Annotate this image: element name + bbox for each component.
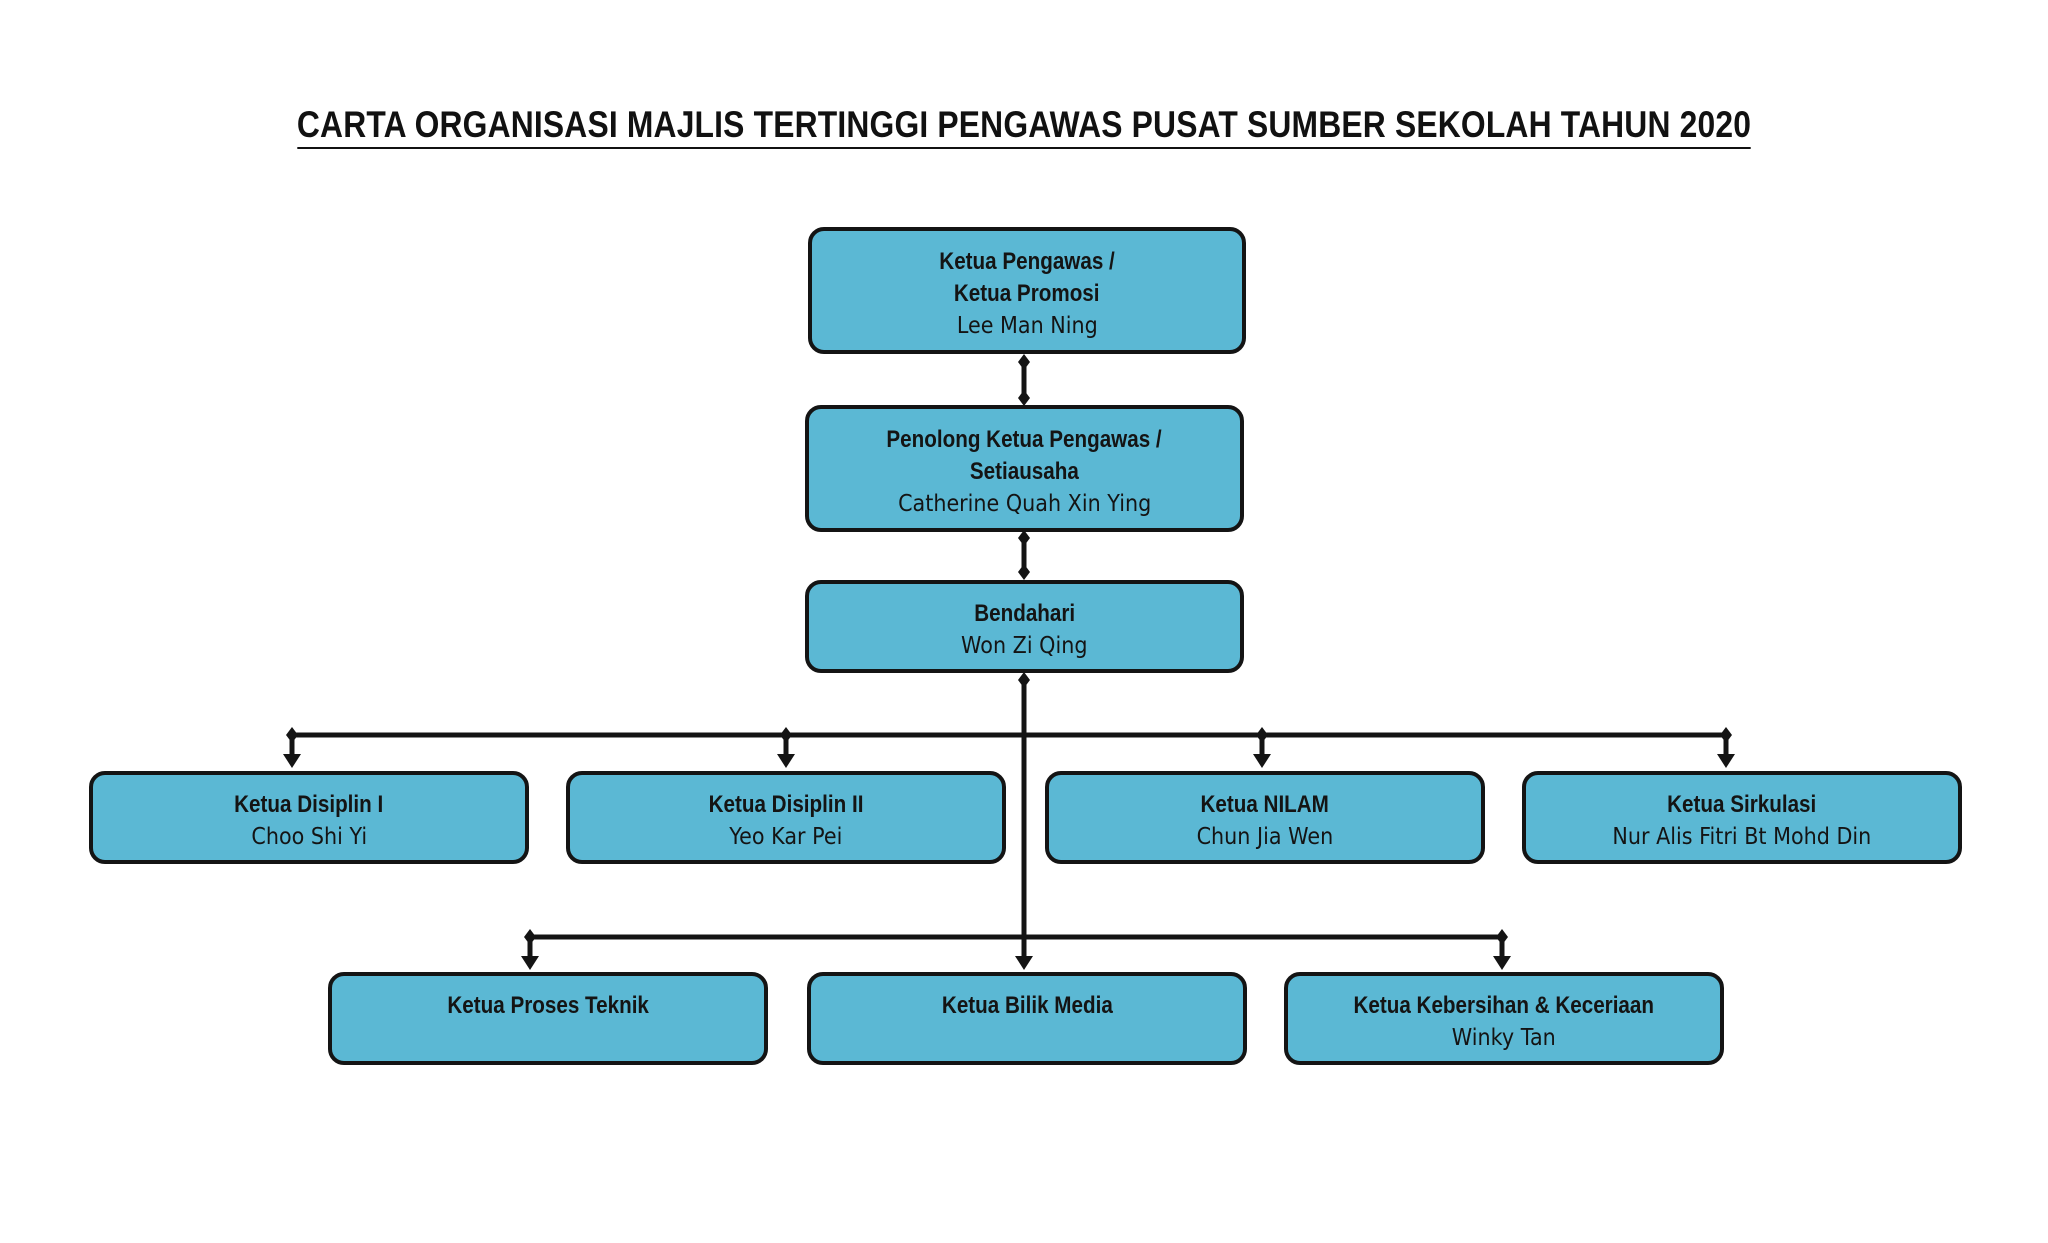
role-label: Ketua Pengawas /	[939, 248, 1115, 275]
person-name: Winky Tan	[1451, 1025, 1556, 1051]
chart-title: CARTA ORGANISASI MAJLIS TERTINGGI PENGAW…	[143, 104, 1904, 149]
role-label-line2: Setiausaha	[969, 458, 1079, 485]
person-name: Nur Alis Fitri Bt Mohd Din	[1612, 824, 1872, 850]
box-ketua-pengawas: Ketua Pengawas / Ketua Promosi Lee Man N…	[808, 227, 1246, 354]
box-ketua-proses-teknik: Ketua Proses Teknik	[328, 972, 768, 1065]
box-ketua-bilik-media: Ketua Bilik Media	[807, 972, 1247, 1065]
box-ketua-nilam: Ketua NILAM Chun Jia Wen	[1045, 771, 1485, 864]
role-label: Ketua Sirkulasi	[1667, 791, 1817, 818]
role-label: Ketua Disiplin I	[234, 791, 384, 818]
box-ketua-kebersihan: Ketua Kebersihan & Keceriaan Winky Tan	[1284, 972, 1724, 1065]
box-ketua-sirkulasi: Ketua Sirkulasi Nur Alis Fitri Bt Mohd D…	[1522, 771, 1962, 864]
box-ketua-disiplin-2: Ketua Disiplin II Yeo Kar Pei	[566, 771, 1006, 864]
role-label: Ketua NILAM	[1200, 791, 1330, 818]
box-bendahari: Bendahari Won Zi Qing	[805, 580, 1244, 673]
role-label: Penolong Ketua Pengawas /	[886, 426, 1163, 453]
person-name: Won Zi Qing	[961, 633, 1088, 659]
person-name: Chun Jia Wen	[1196, 824, 1334, 850]
person-name: Catherine Quah Xin Ying	[897, 491, 1152, 517]
person-name: Choo Shi Yi	[251, 824, 367, 850]
role-label: Ketua Disiplin II	[708, 791, 864, 818]
role-label: Bendahari	[974, 600, 1075, 627]
role-label-line2: Ketua Promosi	[954, 280, 1100, 307]
person-name: Lee Man Ning	[956, 313, 1098, 339]
box-ketua-disiplin-1: Ketua Disiplin I Choo Shi Yi	[89, 771, 529, 864]
role-label: Ketua Bilik Media	[941, 992, 1113, 1019]
role-label: Ketua Proses Teknik	[447, 992, 649, 1019]
role-label: Ketua Kebersihan & Keceriaan	[1353, 992, 1655, 1019]
box-penolong-ketua: Penolong Ketua Pengawas / Setiausaha Cat…	[805, 405, 1244, 532]
person-name: Yeo Kar Pei	[729, 824, 843, 850]
